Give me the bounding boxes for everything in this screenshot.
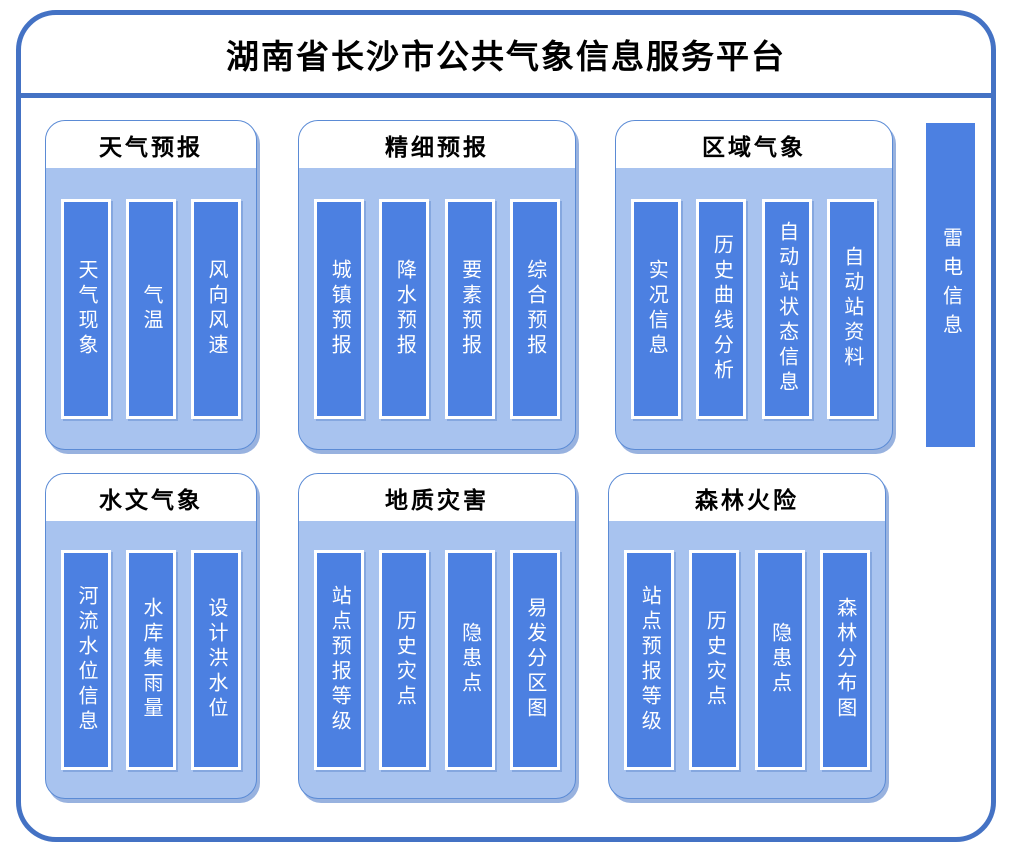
item-forest-distribution-map: 森林分布图 — [819, 549, 870, 770]
item-history-curve-analysis: 历史曲线分析 — [696, 198, 747, 419]
item-susceptibility-zoning-map: 易发分区图 — [509, 549, 560, 770]
panel-geological-disaster: 地质灾害 站点预报等级 历史灾点 隐患点 易发分区图 — [298, 473, 576, 799]
panel-weather-forecast-body: 天气现象 气温 风向风速 — [46, 168, 256, 449]
item-historical-disaster-points-forest: 历史灾点 — [689, 549, 740, 770]
panel-forest-fire-risk: 森林火险 站点预报等级 历史灾点 隐患点 森林分布图 — [608, 473, 886, 799]
panel-geological-disaster-title: 地质灾害 — [299, 474, 575, 521]
panel-fine-forecast-body: 城镇预报 降水预报 要素预报 综合预报 — [299, 168, 575, 449]
item-station-forecast-level-forest: 站点预报等级 — [624, 549, 675, 770]
panel-hydrology-meteorology: 水文气象 河流水位信息 水库集雨量 设计洪水位 — [45, 473, 257, 799]
panel-hydrology-meteorology-title: 水文气象 — [46, 474, 256, 521]
panel-forest-fire-risk-title: 森林火险 — [609, 474, 885, 521]
panel-fine-forecast: 精细预报 城镇预报 降水预报 要素预报 综合预报 — [298, 120, 576, 450]
item-wind-direction-speed: 风向风速 — [191, 198, 241, 419]
item-station-forecast-level-geo: 站点预报等级 — [314, 549, 365, 770]
item-live-info: 实况信息 — [631, 198, 682, 419]
item-design-flood-level: 设计洪水位 — [191, 549, 241, 770]
item-precipitation-forecast: 降水预报 — [379, 198, 430, 419]
diagram-content: 天气预报 天气现象 气温 风向风速 精细预报 城镇预报 降水预报 要素预报 综合… — [21, 98, 991, 832]
item-comprehensive-forecast: 综合预报 — [509, 198, 560, 419]
platform-frame: 湖南省长沙市公共气象信息服务平台 天气预报 天气现象 气温 风向风速 精细预报 … — [16, 10, 996, 842]
item-historical-disaster-points-geo: 历史灾点 — [379, 549, 430, 770]
panel-forest-fire-risk-body: 站点预报等级 历史灾点 隐患点 森林分布图 — [609, 521, 885, 798]
item-auto-station-data: 自动站资料 — [826, 198, 877, 419]
panel-regional-meteorology-body: 实况信息 历史曲线分析 自动站状态信息 自动站资料 — [616, 168, 892, 449]
panel-regional-meteorology-title: 区域气象 — [616, 121, 892, 168]
item-reservoir-rainfall: 水库集雨量 — [126, 549, 176, 770]
title-bar: 湖南省长沙市公共气象信息服务平台 — [21, 15, 991, 98]
panel-hydrology-meteorology-body: 河流水位信息 水库集雨量 设计洪水位 — [46, 521, 256, 798]
page-title: 湖南省长沙市公共气象信息服务平台 — [226, 38, 786, 75]
item-weather-phenomena: 天气现象 — [61, 198, 111, 419]
item-element-forecast: 要素预报 — [444, 198, 495, 419]
panel-regional-meteorology: 区域气象 实况信息 历史曲线分析 自动站状态信息 自动站资料 — [615, 120, 893, 450]
lightning-info-bar: 雷电信息 — [926, 123, 975, 447]
panel-fine-forecast-title: 精细预报 — [299, 121, 575, 168]
panel-weather-forecast: 天气预报 天气现象 气温 风向风速 — [45, 120, 257, 450]
item-auto-station-status: 自动站状态信息 — [761, 198, 812, 419]
item-hidden-danger-points-forest: 隐患点 — [754, 549, 805, 770]
panel-weather-forecast-title: 天气预报 — [46, 121, 256, 168]
item-town-forecast: 城镇预报 — [314, 198, 365, 419]
item-temperature: 气温 — [126, 198, 176, 419]
item-river-water-level-info: 河流水位信息 — [61, 549, 111, 770]
panel-geological-disaster-body: 站点预报等级 历史灾点 隐患点 易发分区图 — [299, 521, 575, 798]
item-hidden-danger-points-geo: 隐患点 — [444, 549, 495, 770]
